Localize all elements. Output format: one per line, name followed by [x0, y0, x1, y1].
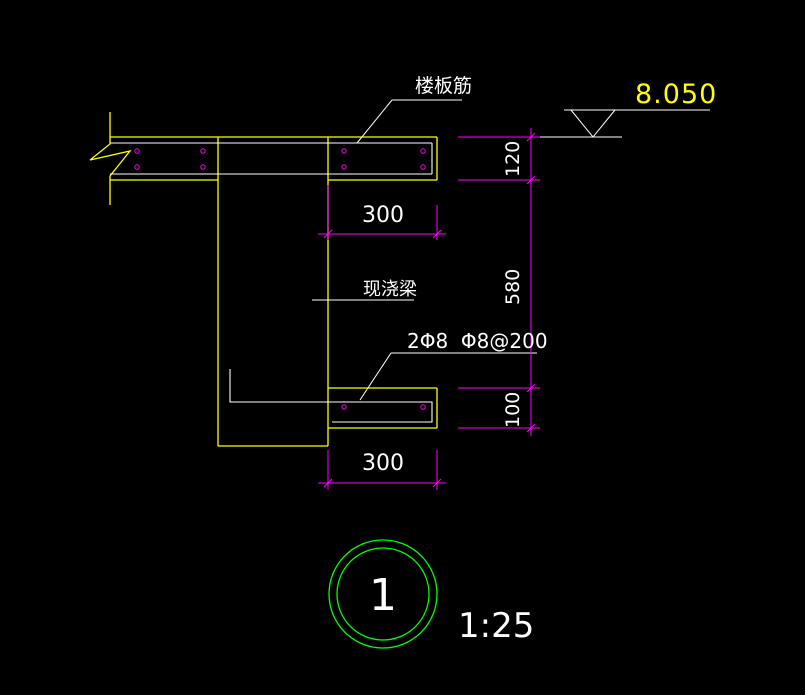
rebar-dots	[134, 148, 426, 410]
beam-label: 现浇梁	[363, 279, 417, 300]
detail-marker: 1	[328, 539, 438, 649]
scale-label: 1:25	[458, 606, 534, 646]
elevation-value: 8.050	[635, 79, 717, 110]
detail-circle-outer	[328, 539, 438, 649]
dim-beam-height: 580	[502, 269, 524, 305]
dim-top-width: 300	[362, 203, 404, 228]
break-line	[89, 112, 132, 205]
dim-slab-thickness: 120	[502, 141, 524, 177]
slab-rebar-label: 楼板筋	[415, 75, 472, 97]
rebar-spec-label: 2Φ8 Φ8@200	[407, 329, 548, 353]
dim-bottom-thickness: 100	[502, 392, 524, 428]
rebar-lines	[110, 142, 433, 423]
dimension-lines	[318, 128, 540, 490]
leader-lines	[312, 99, 710, 401]
dim-bottom-width: 300	[362, 451, 404, 476]
detail-number: 1	[369, 570, 397, 621]
detail-circle-inner	[336, 547, 430, 641]
concrete-outline	[89, 112, 438, 447]
